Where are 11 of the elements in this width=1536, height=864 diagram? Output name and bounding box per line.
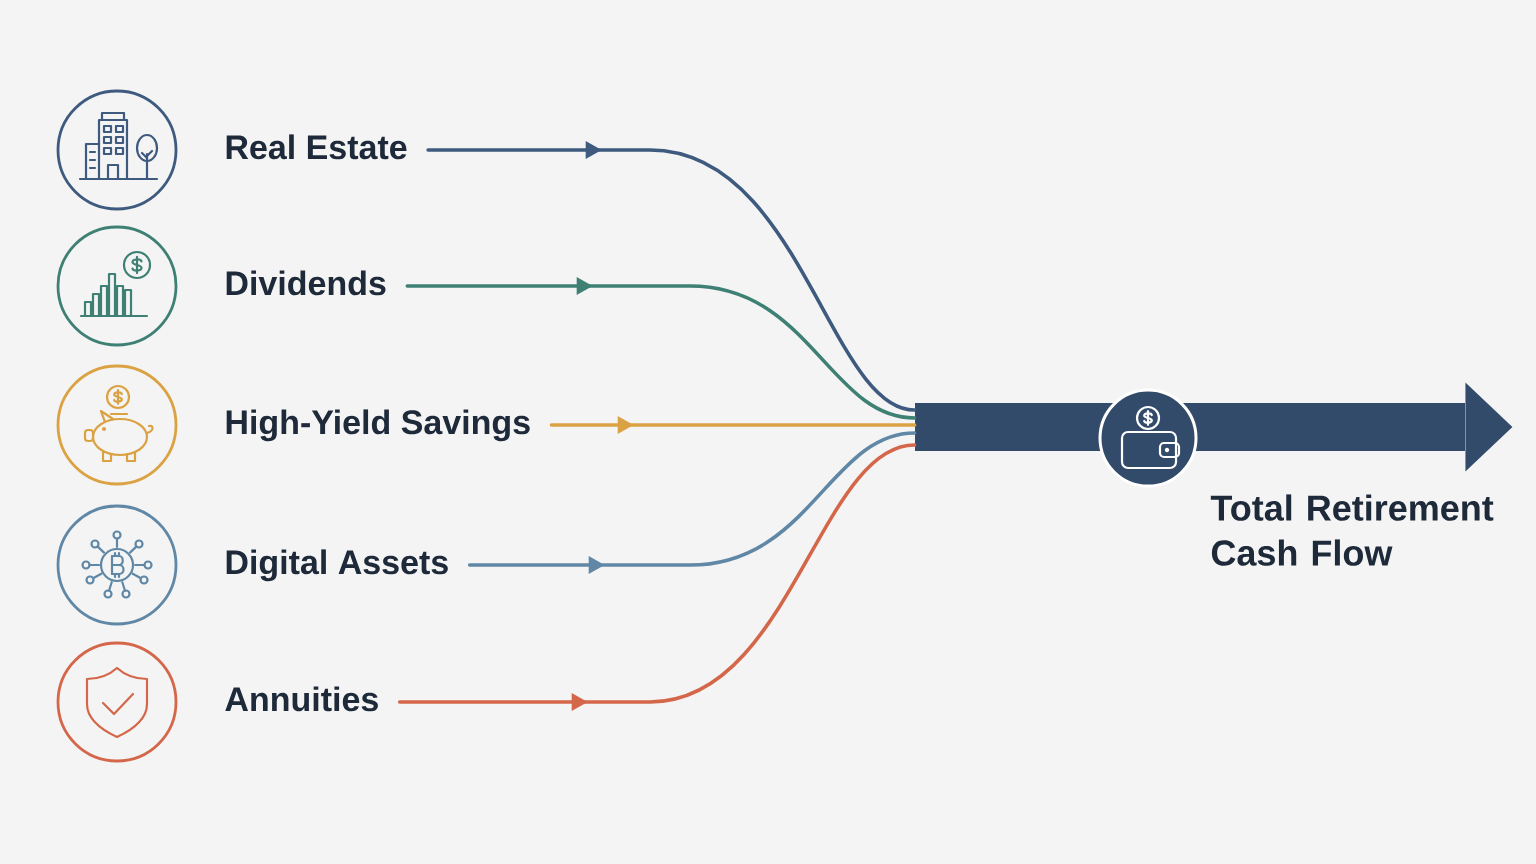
connector-arrow bbox=[397, 443, 917, 711]
connector-arrow bbox=[405, 277, 917, 420]
category-label: Annuities bbox=[225, 686, 378, 712]
node-label: Total Retirement Cash Flow bbox=[1210, 494, 1494, 566]
category-label: Digital Assets bbox=[226, 549, 448, 582]
category-label: Dividends bbox=[226, 270, 386, 296]
connector-arrow bbox=[426, 141, 917, 412]
category-label: Real Estate bbox=[226, 134, 407, 160]
connector-arrow bbox=[467, 431, 917, 574]
category-label: High-Yield Savings bbox=[226, 409, 530, 442]
connector-arrow bbox=[549, 416, 917, 434]
